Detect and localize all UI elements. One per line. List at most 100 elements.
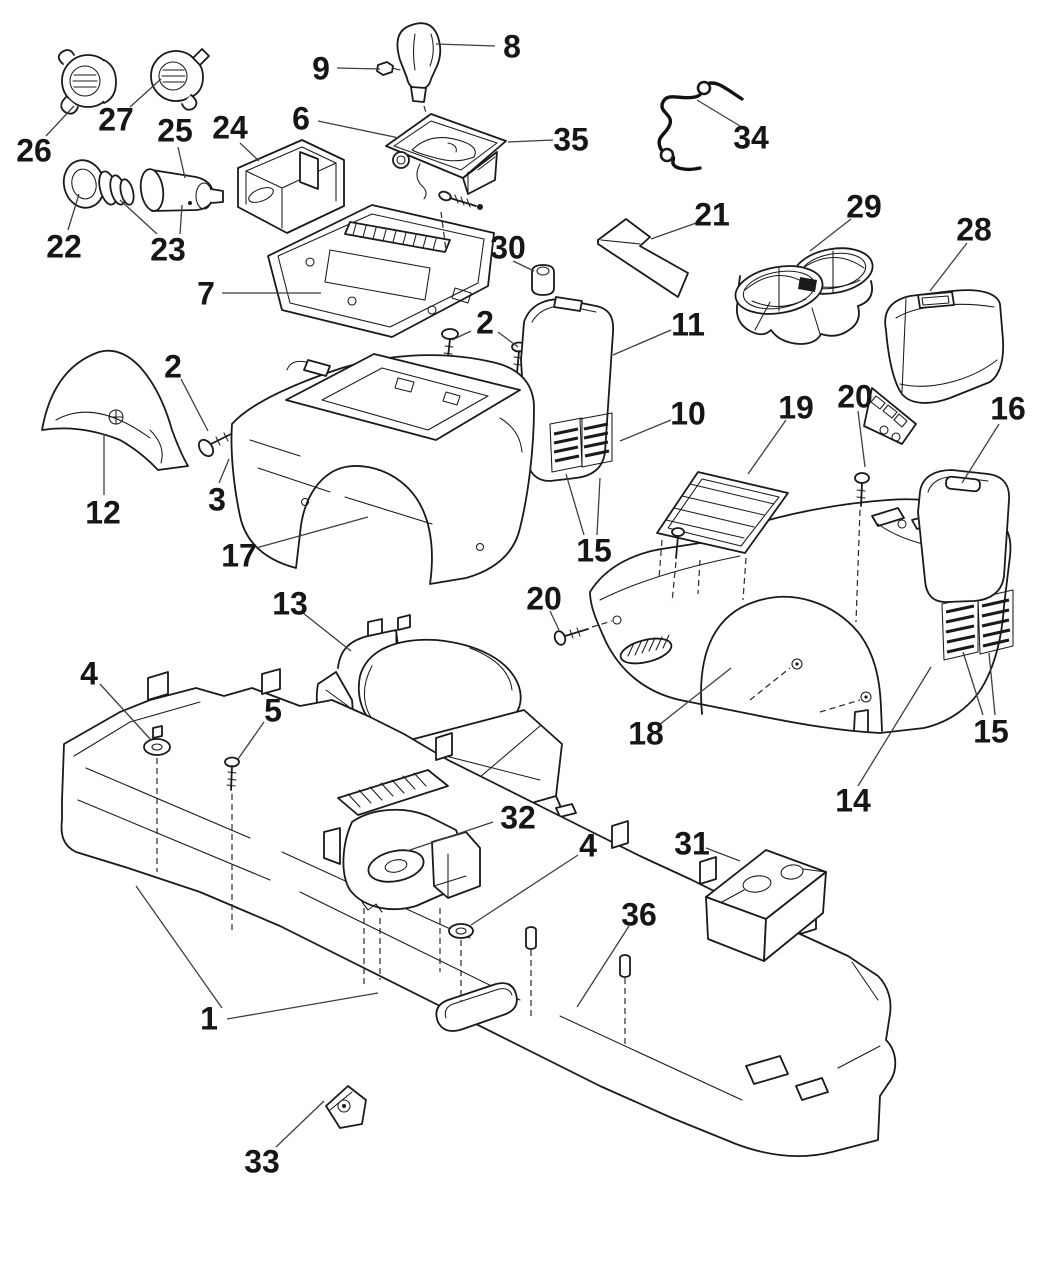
callout-1: 1 (200, 1001, 218, 1037)
callout-34: 34 (733, 120, 769, 156)
leader-line-15 (596, 477, 601, 536)
leader-line-36 (576, 925, 630, 1008)
leader-line-13 (302, 612, 352, 652)
callout-6: 6 (292, 101, 310, 137)
part-1-36-floor-pan (60, 668, 897, 1157)
part-17-front-console-body (230, 353, 535, 585)
callout-2: 2 (476, 305, 494, 341)
leader-line-30 (512, 260, 535, 272)
part-29-cupholder (734, 247, 874, 345)
part-32-shifter-mechanism (323, 769, 481, 980)
callout-18: 18 (628, 716, 664, 752)
part-28-armrest-lid (863, 289, 1005, 445)
leader-line-15 (565, 473, 585, 536)
callout-7: 7 (197, 276, 215, 312)
callout-4: 4 (80, 656, 98, 692)
callout-2: 2 (164, 349, 182, 385)
leader-line-15 (962, 651, 984, 716)
callout-29: 29 (846, 189, 882, 225)
callout-17: 17 (221, 538, 257, 574)
leader-line-34 (696, 99, 741, 127)
callout-8: 8 (503, 29, 521, 65)
leader-line-19 (747, 419, 787, 475)
leader-line-6 (317, 120, 400, 139)
callout-13: 13 (272, 586, 308, 622)
callout-25: 25 (157, 113, 193, 149)
part-19-console-tray (656, 471, 789, 601)
leader-line-4 (99, 683, 152, 741)
part-7-console-top-plate (267, 204, 495, 338)
leader-line-20 (857, 410, 866, 468)
callout-20: 20 (837, 379, 873, 415)
leader-line-23 (119, 199, 158, 235)
callout-19: 19 (778, 390, 814, 426)
part-34-wire-link (657, 80, 744, 171)
callout-35: 35 (553, 122, 589, 158)
callout-15: 15 (576, 533, 612, 569)
callout-5: 5 (264, 693, 282, 729)
leader-line-29 (809, 218, 852, 252)
leader-line-26 (45, 105, 75, 137)
callout-4: 4 (579, 828, 597, 864)
part-11-rear-panel (520, 296, 615, 482)
leader-line-28 (929, 242, 968, 292)
leader-line-23 (179, 204, 183, 235)
leader-line-35 (507, 139, 554, 143)
part-24-storage-bin (237, 139, 345, 234)
part-16-rear-trim-panel (917, 469, 1010, 603)
part-22-lighter-element (62, 159, 135, 209)
callout-36: 36 (621, 897, 657, 933)
callout-3: 3 (208, 482, 226, 518)
part-31-foam-block (705, 849, 827, 962)
part-21-pad (597, 218, 689, 298)
callout-33: 33 (244, 1144, 280, 1180)
leader-line-21 (650, 221, 700, 240)
leader-line-27 (129, 78, 162, 108)
leader-line-25 (177, 146, 186, 179)
leader-line-2 (497, 331, 519, 348)
leader-line-3 (218, 458, 230, 484)
callout-21: 21 (694, 197, 730, 233)
leader-line-33 (275, 1100, 325, 1148)
part-9-screw (376, 61, 401, 76)
part-8-shift-knob (396, 22, 442, 137)
callout-10: 10 (670, 396, 706, 432)
callout-32: 32 (500, 800, 536, 836)
part-20-screws (553, 472, 870, 646)
leader-line-11 (612, 329, 672, 356)
part-27-outlet (150, 48, 210, 111)
part-12-side-trim (41, 349, 189, 471)
leader-line-8 (435, 43, 496, 47)
part-26-outlet-cap (57, 49, 117, 115)
callout-11: 11 (671, 307, 705, 343)
leader-line-20 (549, 610, 560, 631)
callout-15: 15 (973, 714, 1009, 750)
part-5-screw (224, 756, 240, 791)
callout-14: 14 (835, 783, 871, 819)
leader-line-1 (226, 992, 379, 1020)
leader-line-15 (988, 652, 996, 716)
callout-12: 12 (85, 495, 121, 531)
leader-line-1 (135, 885, 223, 1009)
callout-20: 20 (526, 581, 562, 617)
leader-line-2 (180, 378, 209, 432)
leader-line-5 (237, 721, 265, 760)
leader-line-22 (67, 193, 80, 231)
leader-line-32 (406, 821, 494, 852)
leader-line-14 (857, 666, 932, 787)
part-23-25-socket-barrel (139, 168, 224, 212)
leader-line-4 (470, 854, 579, 926)
leader-line-18 (658, 667, 732, 726)
callout-16: 16 (990, 391, 1026, 427)
callout-9: 9 (312, 51, 330, 87)
callout-30: 30 (490, 230, 526, 266)
part-6-35-shifter-bezel (385, 113, 507, 210)
leader-line-10 (619, 419, 672, 442)
callout-26: 26 (16, 133, 52, 169)
leader-line-16 (961, 423, 1000, 484)
leader-line-2 (451, 330, 472, 341)
leader-line-17 (255, 516, 369, 549)
